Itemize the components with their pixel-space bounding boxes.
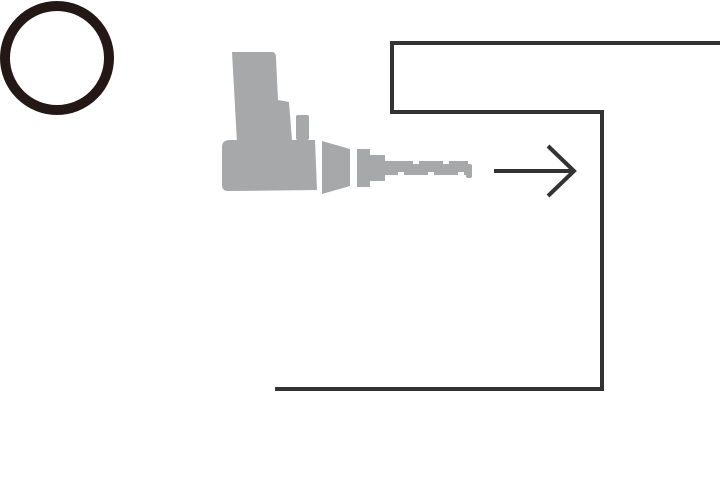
plug-sleeve xyxy=(357,149,370,187)
plug-pin-tip xyxy=(466,164,472,178)
plug-step xyxy=(370,155,385,181)
plug-housing-upper xyxy=(232,52,292,143)
right-angle-plug-icon xyxy=(222,52,472,194)
plug-pin-grooves xyxy=(398,161,464,175)
plug-body xyxy=(222,140,317,191)
arrow-right-icon xyxy=(494,144,577,198)
socket-outline xyxy=(275,41,720,391)
plug-collar xyxy=(322,141,350,194)
circle-ok-icon xyxy=(0,1,114,115)
plug-pin xyxy=(385,161,468,175)
plug-rib xyxy=(296,115,309,140)
